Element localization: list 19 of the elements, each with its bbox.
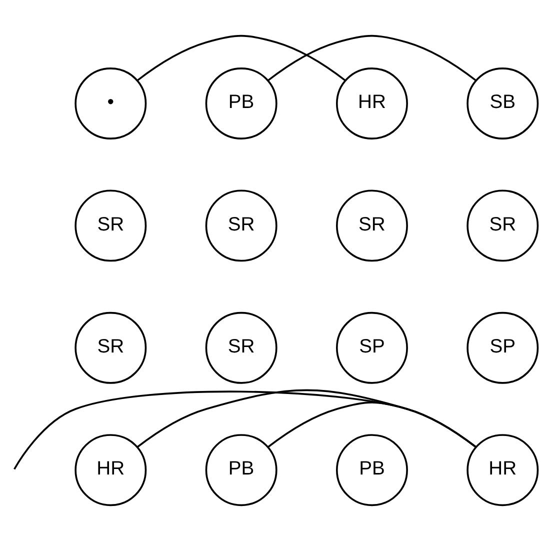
node-circle: PB <box>205 434 278 506</box>
node-circle: HR <box>466 434 539 506</box>
connector <box>14 390 476 470</box>
node-circle: SR <box>336 189 408 262</box>
node-circle: SP <box>336 311 408 384</box>
node-circle: SP <box>466 311 539 384</box>
node-circle: • <box>74 67 147 139</box>
node-circle: HR <box>74 434 147 506</box>
node-circle: SR <box>205 311 278 384</box>
node-circle: SR <box>74 311 147 384</box>
node-circle: SR <box>74 189 147 262</box>
node-circle: PB <box>205 67 278 139</box>
node-circle: SR <box>466 189 539 262</box>
node-circle: PB <box>336 434 408 506</box>
node-circle: SB <box>466 67 539 139</box>
connector <box>268 34 476 81</box>
node-circle: HR <box>336 67 408 139</box>
node-circle: SR <box>205 189 278 262</box>
connector <box>136 34 346 81</box>
